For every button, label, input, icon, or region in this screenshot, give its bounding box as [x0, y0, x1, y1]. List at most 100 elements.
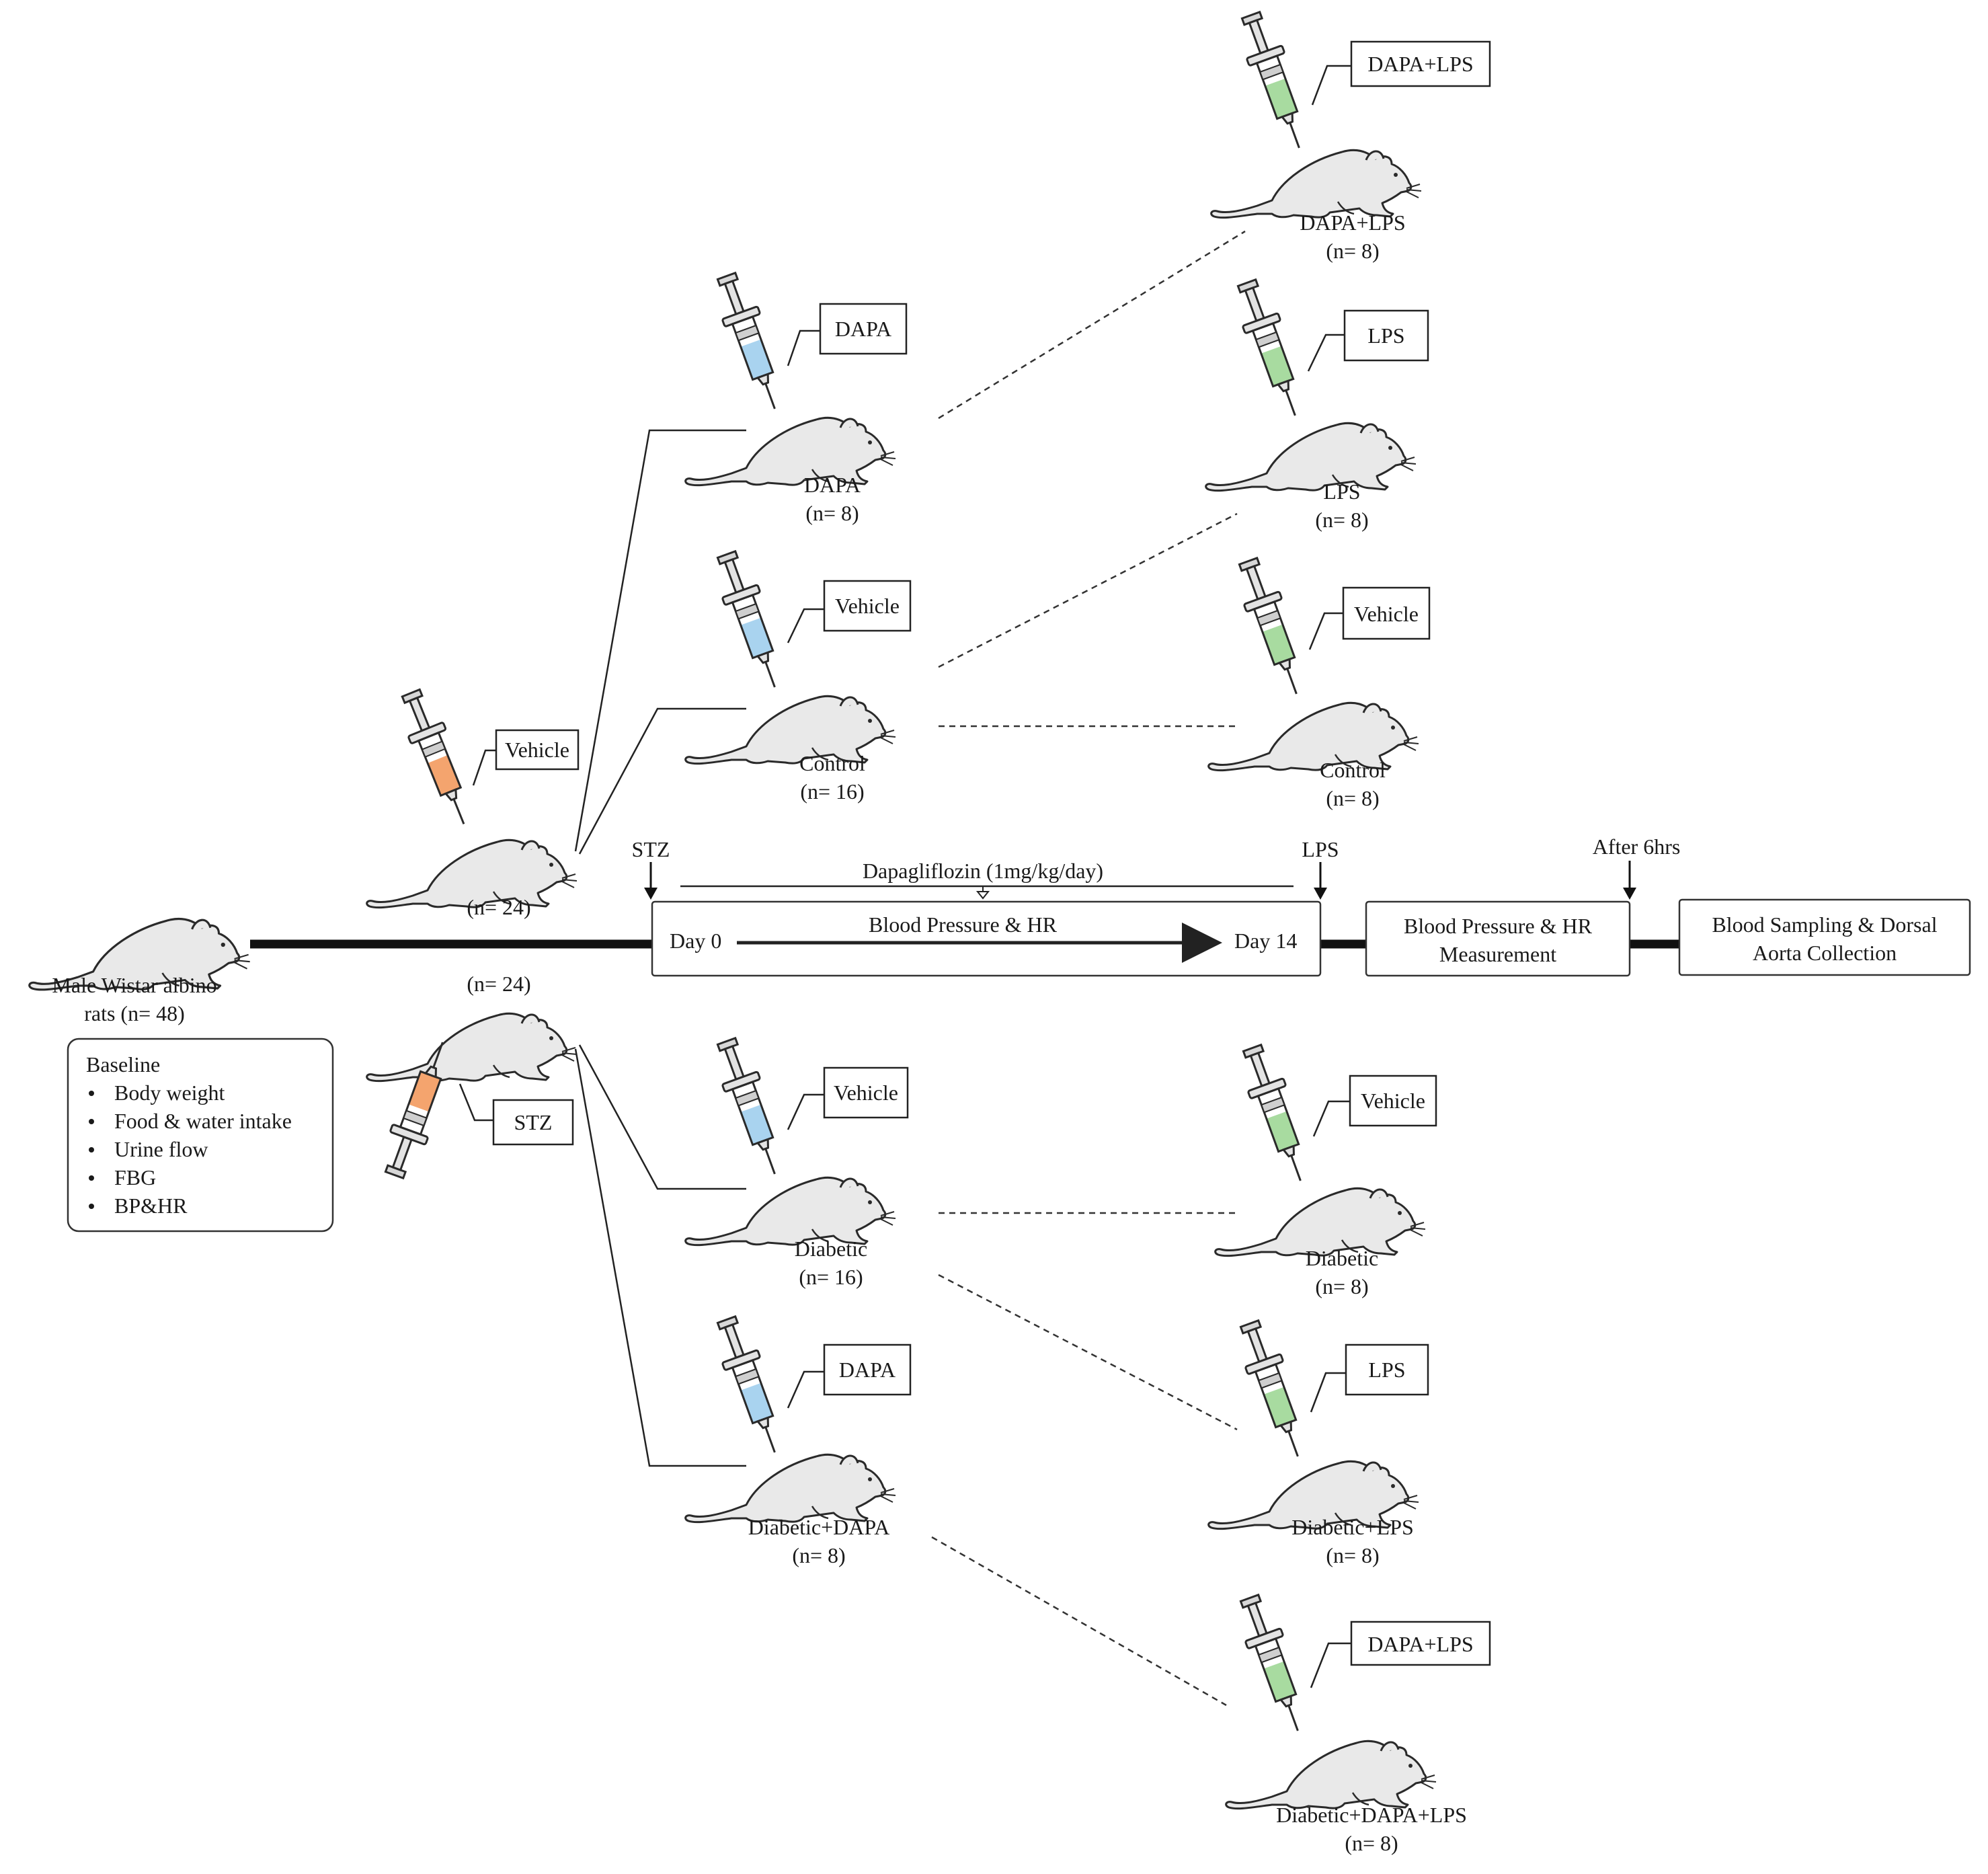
syringe-label-box	[823, 1066, 909, 1119]
level1-lower: (n= 24) STZ	[366, 972, 578, 1183]
group-name: LPS	[1323, 479, 1360, 504]
syringe-label: Vehicle	[1361, 1089, 1425, 1113]
syringe-label-box	[495, 729, 580, 771]
group-name: Control	[799, 751, 865, 775]
syringe-label-box	[492, 1099, 574, 1146]
syringe-label-box	[1345, 1343, 1429, 1396]
syringe-label: STZ	[514, 1110, 553, 1134]
syringe-label-box	[1342, 586, 1431, 640]
group-name: Diabetic+DAPA+LPS	[1276, 1803, 1467, 1827]
hollow-arrow-icon	[976, 886, 990, 900]
syringe-label: LPS	[1368, 1358, 1405, 1382]
collect-line2: Aorta Collection	[1753, 941, 1897, 965]
syringe-icon	[1229, 553, 1316, 702]
day-end-label: Day 14	[1234, 929, 1297, 953]
level2-diabetic-dapa: DAPA Diabetic+DAPA (n= 8)	[684, 1312, 912, 1567]
syringe-label-box	[1350, 40, 1491, 87]
syringe-label-box	[1349, 1075, 1437, 1127]
measurement-box: Blood Pressure & HR Measurement	[1365, 900, 1631, 977]
syringe-label-box	[1343, 309, 1429, 362]
baseline-item: Urine flow	[114, 1137, 208, 1161]
group-name: Control	[1320, 758, 1386, 782]
level3-diabetic-lps: LPS Diabetic+LPS (n= 8)	[1207, 1316, 1429, 1567]
syringe-label: DAPA	[835, 317, 891, 341]
syringe-label: Vehicle	[1354, 602, 1419, 626]
syringe-icon	[1233, 1040, 1320, 1189]
rat-icon	[366, 1012, 578, 1083]
treatment-period-box: Blood Pressure & HR Day 0 Day 14	[651, 900, 1322, 977]
group-count: (n= 8)	[792, 1543, 845, 1567]
syringe-label: DAPA	[839, 1358, 896, 1382]
syringe-fluid	[740, 1104, 773, 1145]
down-arrow-icon	[644, 862, 658, 900]
syringe-label-box	[823, 1343, 912, 1396]
group-count: (n= 8)	[1315, 508, 1368, 532]
syringe-label: Vehicle	[835, 594, 900, 618]
syringe-icon	[392, 685, 483, 832]
down-arrow-icon	[1623, 861, 1636, 900]
syringe-icon	[707, 268, 794, 417]
group-count: (n= 8)	[1315, 1274, 1368, 1298]
syringe-fluid	[1262, 624, 1295, 665]
start-label-line2: rats (n= 48)	[84, 1001, 185, 1025]
after-marker-label: After 6hrs	[1593, 834, 1681, 859]
syringe-label: Vehicle	[834, 1081, 898, 1105]
syringe-fluid	[1266, 1111, 1299, 1152]
rat-icon	[1205, 422, 1417, 492]
drug-label: Dapagliflozin (1mg/kg/day)	[863, 859, 1103, 883]
level1-upper: Vehicle (n= 24)	[366, 685, 580, 919]
group-count: (n= 24)	[467, 895, 530, 919]
syringe-label: LPS	[1367, 323, 1404, 348]
stz-marker-label: STZ	[632, 837, 670, 861]
baseline-item: Body weight	[114, 1081, 225, 1105]
bullet-icon	[89, 1147, 94, 1153]
syringe-fluid	[740, 617, 773, 658]
start-group: Male Wistar albino rats (n= 48)	[28, 917, 251, 1025]
syringe-fluid	[740, 1382, 773, 1423]
syringe-icon	[375, 1034, 462, 1183]
group-count: (n= 16)	[800, 779, 864, 804]
syringe-label: Vehicle	[505, 738, 569, 762]
rat-icon	[684, 1176, 897, 1247]
group-name: Diabetic	[795, 1237, 867, 1261]
bullet-icon	[89, 1204, 94, 1209]
baseline-item: BP&HR	[114, 1194, 188, 1218]
group-count: (n= 8)	[1326, 239, 1379, 263]
syringe-icon	[707, 1312, 794, 1460]
syringe-fluid	[428, 755, 461, 796]
branch-lines	[574, 429, 746, 1467]
rat-icon	[684, 416, 897, 487]
syringe-label: DAPA+LPS	[1367, 1632, 1473, 1656]
syringe-fluid	[1261, 346, 1294, 387]
syringe-fluid	[1263, 1661, 1296, 1702]
group-count: (n= 8)	[1326, 786, 1379, 810]
lps-marker-label: LPS	[1302, 837, 1339, 861]
rat-icon	[1225, 1740, 1437, 1810]
period-title: Blood Pressure & HR	[869, 912, 1058, 937]
level3-dapa-lps: DAPA+LPS DAPA+LPS (n= 8)	[1210, 7, 1491, 263]
syringe-label-box	[1350, 1621, 1491, 1666]
measure-line1: Blood Pressure & HR	[1404, 914, 1593, 938]
syringe-label-box	[823, 580, 912, 632]
baseline-title: Baseline	[86, 1052, 160, 1077]
level2-diabetic: Vehicle Diabetic (n= 16)	[684, 1033, 909, 1289]
level3-diabetic: Vehicle Diabetic (n= 8)	[1214, 1040, 1437, 1298]
day-start-label: Day 0	[670, 929, 721, 953]
dashed-links	[931, 230, 1246, 1707]
measure-line2: Measurement	[1439, 942, 1556, 966]
rat-icon	[1207, 701, 1420, 772]
bullet-icon	[89, 1091, 94, 1096]
syringe-fluid	[1265, 78, 1298, 119]
syringe-icon	[1230, 1590, 1317, 1739]
group-count: (n= 8)	[1345, 1831, 1398, 1855]
level3-control: Vehicle Control (n= 8)	[1207, 553, 1431, 810]
level2-control: Vehicle Control (n= 16)	[684, 547, 912, 804]
syringe-icon	[707, 1033, 794, 1182]
collection-box: Blood Sampling & Dorsal Aorta Collection	[1678, 898, 1971, 976]
group-count: (n= 24)	[467, 972, 530, 996]
group-count: (n= 8)	[1326, 1543, 1379, 1567]
